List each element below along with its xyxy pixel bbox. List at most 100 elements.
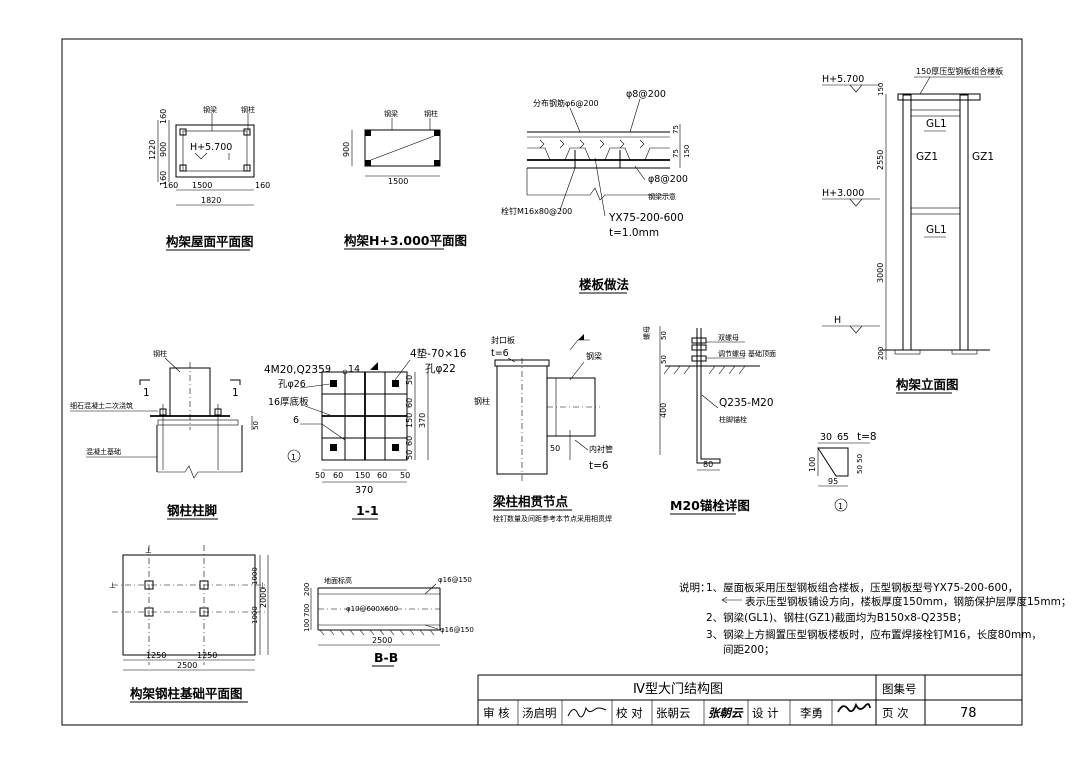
roof-dim-1220: 1220 [148,140,157,160]
joint-beam-label: 钢梁 [586,351,602,361]
mid-dim-900: 900 [342,142,351,157]
column-base: 1 1 钢柱 细石混凝土二次浇筑 混凝土基础 50 钢柱柱脚 [70,349,260,520]
plate-label: 16厚底板 [268,396,309,408]
gz1-left: GZ1 [916,151,938,163]
deck-label: YX75-200-600 [608,212,684,224]
svg-text:⊥: ⊥ [109,581,116,590]
bb-mid-bar: φ10@600X600 [346,605,398,613]
floor-detail: 分布钢筋φ6@200 φ8@200 75 75 150 φ8@200 钢梁示意 … [501,89,691,294]
mid-plan: 钢梁 钢柱 1500 900 构架H+3.000平面图 [342,109,467,250]
weld-9: 9 [325,364,331,375]
checker-signature: 张朝云 [708,706,744,720]
roof-dim-1820: 1820 [201,196,221,205]
column-base-title: 钢柱柱脚 [167,503,217,518]
detail-no-1a: 1 [291,453,296,462]
adj-nut-label: 调节螺母 [718,349,746,358]
stiff-thk: t=8 [857,431,877,443]
foundation-label: 混凝土基础 [86,447,121,456]
found-dim-2500: 2500 [177,661,197,670]
found-dim-1000a: 1000 [251,567,259,585]
s11-dim-r60a: 60 [405,398,414,408]
roof-elevation: H+5.700 [190,142,232,153]
elev-top-note: 150厚压型钢板组合楼板 [916,66,1003,76]
note-2: 2、钢梁(GL1)、钢柱(GZ1)截面均为B150x8-Q235B； [706,611,967,624]
found-dim-1000b: 1000 [251,606,259,624]
washer-label: 4垫-70×16 [410,347,467,360]
roof-beam-label: 钢梁 [203,105,217,114]
s11-dim-150: 150 [355,471,370,480]
elev-dim-150: 150 [877,83,885,96]
found-dim-1250a: 1250 [146,651,166,660]
designer-signature [837,702,871,713]
floor-dim-75b: 75 [672,149,680,158]
review-label: 审 核 [483,706,510,720]
s11-dim-60b: 60 [377,471,387,480]
hole22-label: 孔φ22 [425,362,456,375]
stiff-dim-95: 95 [828,477,838,486]
section-1-1: 4M20,Q235 孔φ26 16厚底板 9 14 6 1 4垫-70×16 孔… [264,347,467,520]
anchor-dim-80: 80 [703,460,713,469]
elev-base: H [834,315,841,326]
base-column-label: 钢柱 [153,349,167,358]
s11-dim-r150: 150 [405,413,414,428]
atlas-label: 图集号 [882,682,917,696]
cap-label: 封口板 [491,335,515,345]
stiff-dim-30: 30 [820,432,832,443]
elev-mid: H+3.000 [822,188,864,199]
weld-6: 6 [293,415,299,426]
elevation-title: 构架立面图 [896,377,959,392]
design-label: 设 计 [752,706,779,720]
design-notes: 说明： 1、屋面板采用压型钢板组合楼板，压型钢板型号YX75-200-600， … [679,581,1071,656]
foundation-plan: ⊥ ⊥ ⊥ 1250 1250 2500 1000 1000 2000 构架钢柱… [109,545,269,703]
s11-dim-r60b: 60 [405,436,414,446]
found-dim-1250b: 1250 [197,651,217,660]
s11-dim-50a: 50 [315,471,325,480]
frame-elevation: 150 2550 3000 200 H+5.700 H+3.000 H 150厚… [822,66,1003,394]
elev-dim-200: 200 [877,347,885,360]
anchor-dim-400: 400 [659,403,668,418]
checker: 张朝云 [656,706,691,720]
s11-dim-r370: 370 [418,413,427,428]
hole26-label: 孔φ26 [278,379,306,390]
foundation-title: 构架钢柱基础平面图 [130,686,243,701]
found-top-label: 基础顶面 [748,349,776,358]
dist-bar-label: 分布钢筋φ6@200 [533,98,599,108]
cap-thk: t=6 [491,348,509,359]
anchor-detail: 螺母 50 50 400 双螺母 调节螺母 基础顶面 Q235-M20 柱脚锚栓… [642,326,776,515]
beam-note-label: 钢梁示意 [648,192,676,201]
drawing-title: Ⅳ型大门结构图 [633,682,723,697]
beam-column-joint: 封口板 t=6 钢梁 钢柱 内衬管 t=6 50 梁柱相贯节点 栓钉数量及间距参… [474,334,613,523]
double-nut-label: 双螺母 [718,333,739,342]
bb-dim-100: 100 [303,619,311,632]
page-number: 78 [960,706,977,721]
stiff-dim-side: 50 50 [856,454,864,474]
section-bb: 地面标高 φ16@150 φ10@600X600 φ16@150 200 700… [303,576,474,667]
stiff-dim-65: 65 [837,432,849,443]
page-label: 页 次 [882,706,909,720]
gl1-mid: GL1 [926,224,947,236]
s11-dim-370: 370 [355,485,373,496]
joint-dim-50: 50 [550,444,560,453]
s11-dim-r50a: 50 [405,375,414,385]
joint-column-label: 钢柱 [474,396,490,406]
stud-label: 栓钉M16x80@200 [501,206,572,216]
grout-label: 细石混凝土二次浇筑 [70,401,133,410]
top-bar-label: φ8@200 [626,89,666,100]
anchor-nut-side: 螺母 [642,326,651,340]
elev-dim-2550: 2550 [876,150,885,170]
anchor-title: M20锚栓详图 [670,498,750,513]
floor-dim-150: 150 [683,145,691,158]
designer: 李勇 [800,706,823,720]
reviewer-signature [567,706,607,718]
note-3: 3、钢梁上方搁置压型钢板楼板时，应布置焊接栓钉M16，长度80mm， [706,628,1042,641]
note-3b: 间距200； [723,643,775,656]
title-block: Ⅳ型大门结构图 图集号 审 核 汤启明 校 对 张朝云 张朝云 设 计 李勇 页… [477,674,1022,725]
joint-title: 梁柱相贯节点 [492,494,569,509]
bb-top-note: 地面标高 [324,576,352,585]
bot-bar-label: φ8@200 [648,174,688,185]
floor-dim-75a: 75 [672,125,680,134]
gl1-top: GL1 [926,118,947,130]
gz1-right: GZ1 [972,151,994,163]
stiffener-detail: 30 65 t=8 100 50 50 95 1 [808,431,877,512]
